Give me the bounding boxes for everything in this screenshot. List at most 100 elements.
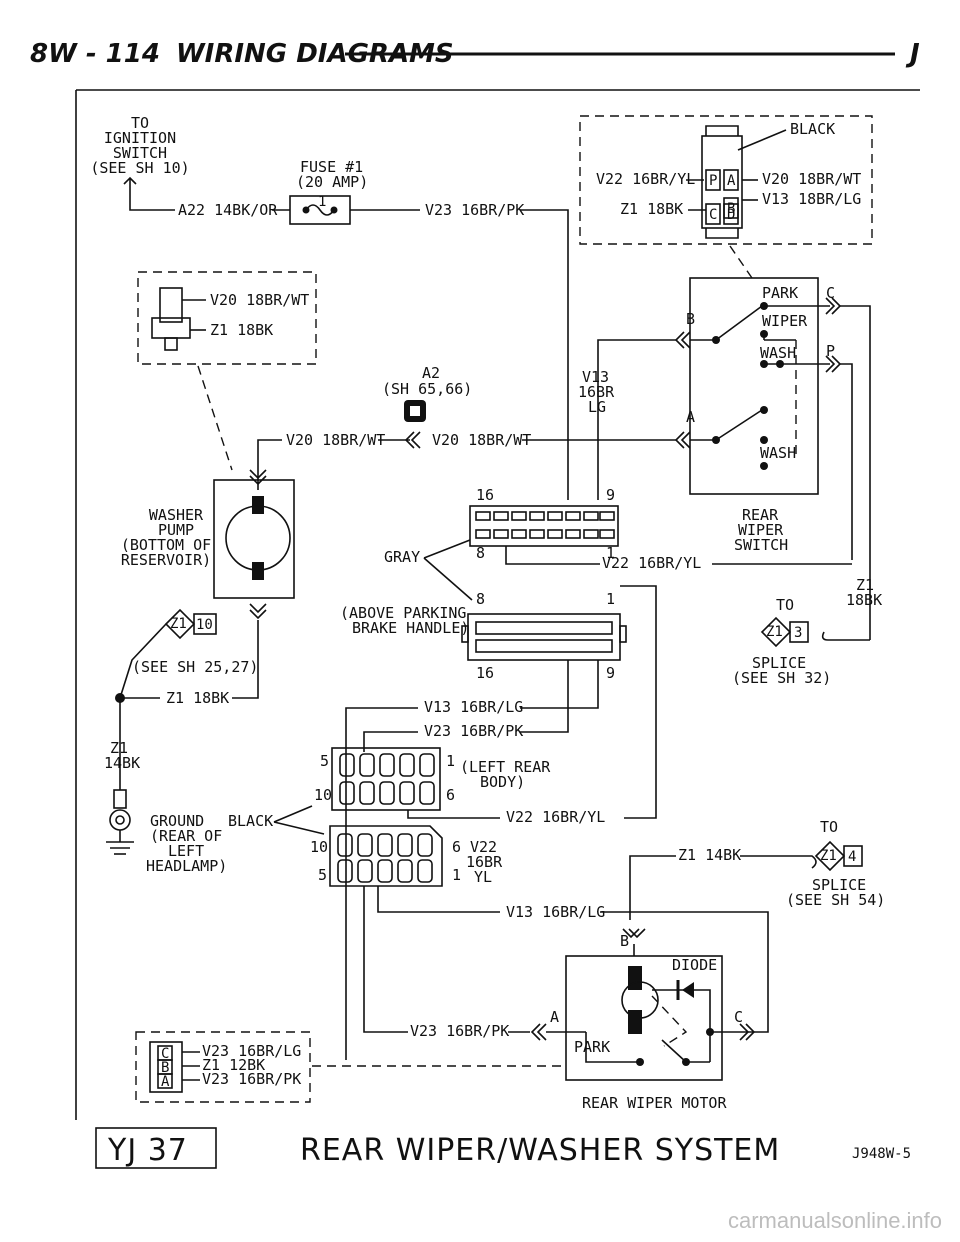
switch-blade-lower — [715, 409, 763, 441]
connector-color-black: BLACK — [790, 120, 835, 138]
pump-connector-flange — [151, 317, 191, 339]
switch-wiper-label: WIPER — [762, 312, 808, 330]
pump-connector-leader — [197, 365, 233, 471]
wire-z1-top: Z1 18BK — [620, 200, 683, 218]
lower-pin10: 10 — [310, 838, 328, 856]
top-connector-leader — [729, 245, 753, 279]
wire-v20-right: V20 18BR/WT — [432, 431, 531, 449]
pin-p-box — [705, 169, 721, 191]
lower-pin1: 1 — [452, 866, 461, 884]
motor-brush-top — [628, 966, 642, 990]
lower-pin5: 5 — [318, 866, 327, 884]
black-callout-2 — [273, 821, 325, 835]
switch-pin-b: B — [686, 310, 695, 328]
motor-conn-pin-c: C — [161, 1046, 169, 1062]
connector-16pin-upper: 16 9 8 1 GRAY V22 16BR/YL — [384, 486, 852, 601]
connector-latch — [705, 125, 739, 136]
wire-v23-body: V23 16BR/PK — [424, 722, 523, 740]
wire-a22: A22 14BK/OR — [178, 201, 278, 219]
switch-chevron-b — [674, 331, 691, 349]
footer-title: REAR WIPER/WASHER SYSTEM — [300, 1133, 780, 1168]
wire-v13-motor: V13 16BR/LG — [506, 903, 605, 921]
lower-cavity — [357, 859, 373, 883]
wire-v22-body-label: V22 16BR/YL — [506, 808, 605, 826]
pin-c-box — [705, 203, 721, 225]
lower-cavity — [417, 833, 433, 857]
motor-conn-pin-b: B — [161, 1060, 169, 1076]
pump-chevron-top — [249, 469, 267, 486]
splice-left-tag: Z1 — [170, 616, 187, 632]
wire-v23-top: V23 16BR/PK — [425, 201, 524, 219]
switch-lower-contact-3 — [760, 462, 768, 470]
lower-cavities — [337, 833, 433, 883]
c16-pin16: 16 — [476, 486, 494, 504]
body-cavity — [339, 753, 355, 777]
motor-diode-label: DIODE — [672, 956, 717, 974]
pb-cavity-row2 — [475, 639, 613, 653]
page-number: 8W - 114 — [30, 39, 160, 69]
splice-right-to: TO — [776, 596, 794, 614]
body-cavity — [399, 781, 415, 805]
fuse-number: 1 — [318, 194, 326, 210]
motor-diode-circuit — [652, 989, 711, 1052]
wire-v13-top: V13 18BR/LG — [762, 190, 861, 208]
ground-label-4: HEADLAMP) — [146, 857, 227, 875]
lower-wire-v22-2: 16BR — [466, 853, 503, 871]
c16-pin9: 9 — [606, 486, 615, 504]
c16-cavity — [475, 511, 491, 521]
connector-left-rear-body: V13 16BR/LG V23 16BR/PK 5 1 10 6 (LEFT R… — [314, 660, 605, 1060]
footer-code-box — [95, 1127, 217, 1169]
ignition-lead — [129, 178, 175, 211]
body-pin10: 10 — [314, 786, 332, 804]
pin-c: C — [709, 207, 717, 223]
v13-label-3: LG — [588, 398, 606, 416]
wire-v23-to-body — [520, 660, 569, 733]
splice-lower-tag: Z1 — [820, 848, 837, 864]
lower-conn-shell — [329, 825, 443, 887]
splice-right-tag: Z1 — [766, 624, 783, 640]
lower-cavity — [357, 833, 373, 857]
splice-lower-ref: (SEE SH 54) — [786, 891, 885, 909]
page-footer: YJ 37 REAR WIPER/WASHER SYSTEM J948W-5 — [95, 1127, 911, 1169]
motor-conn-pin-a: A — [161, 1074, 170, 1090]
wire-v22-right-vertical — [840, 363, 853, 560]
mid-wire-v20: V20 18BR/WT V20 18BR/WT — [257, 431, 676, 490]
a2-label: A2 — [422, 364, 440, 382]
pump-motor-icon — [225, 505, 291, 571]
ground-headlamp: GROUND (REAR OF LEFT HEADLAMP) BLACK — [106, 789, 325, 875]
lower-cavity — [397, 833, 413, 857]
wire-v22-from-c16 — [505, 546, 600, 565]
pin-b: B — [727, 201, 735, 217]
switch-lower-contact-1 — [760, 406, 768, 414]
splice-left-ref: (SEE SH 25,27) — [132, 658, 258, 676]
switch-park-label: PARK — [762, 284, 798, 302]
splice-left-num: 10 — [196, 617, 213, 633]
pump-chevron-bottom — [249, 603, 267, 620]
splice-lower-to: TO — [820, 818, 838, 836]
motor-chevron-a — [530, 1023, 547, 1041]
connector-park-brake: (ABOVE PARKING BRAKE HANDLE) 8 1 16 9 — [340, 585, 657, 819]
wire-z1-right-2: 18BK — [846, 591, 882, 609]
motor-conn-w3: V23 16BR/PK — [202, 1070, 301, 1088]
splice-lower-num: 4 — [848, 849, 856, 865]
wire-z1-14bk-2: 14BK — [104, 754, 140, 772]
ignition-source: TO IGNITION SWITCH (SEE SH 10) A22 14BK/… — [90, 114, 290, 219]
ground-eyelet-shank — [113, 789, 127, 809]
fuse-1: FUSE #1 (20 AMP) 1 V23 16BR/PK — [289, 158, 569, 500]
wire-z1-right-vertical — [840, 305, 871, 640]
wire-v23-to-motor — [363, 886, 408, 1033]
switch-pin-c: C — [826, 284, 835, 302]
c16-body — [469, 505, 619, 547]
motor-pin-a-box — [157, 1073, 173, 1089]
lower-cavity — [377, 859, 393, 883]
ground-label-3: LEFT — [168, 842, 204, 860]
connector-latch-bottom — [705, 228, 739, 239]
wire-v13-lower — [377, 886, 500, 913]
c16-pin1: 1 — [606, 544, 615, 562]
splice-right-num-box — [789, 621, 809, 643]
motor-park-contact-1 — [636, 1058, 644, 1066]
splice-right-num: 3 — [794, 625, 802, 641]
motor-park-blade — [661, 1039, 687, 1063]
lower-cavity — [377, 833, 393, 857]
body-cavities — [339, 753, 435, 805]
